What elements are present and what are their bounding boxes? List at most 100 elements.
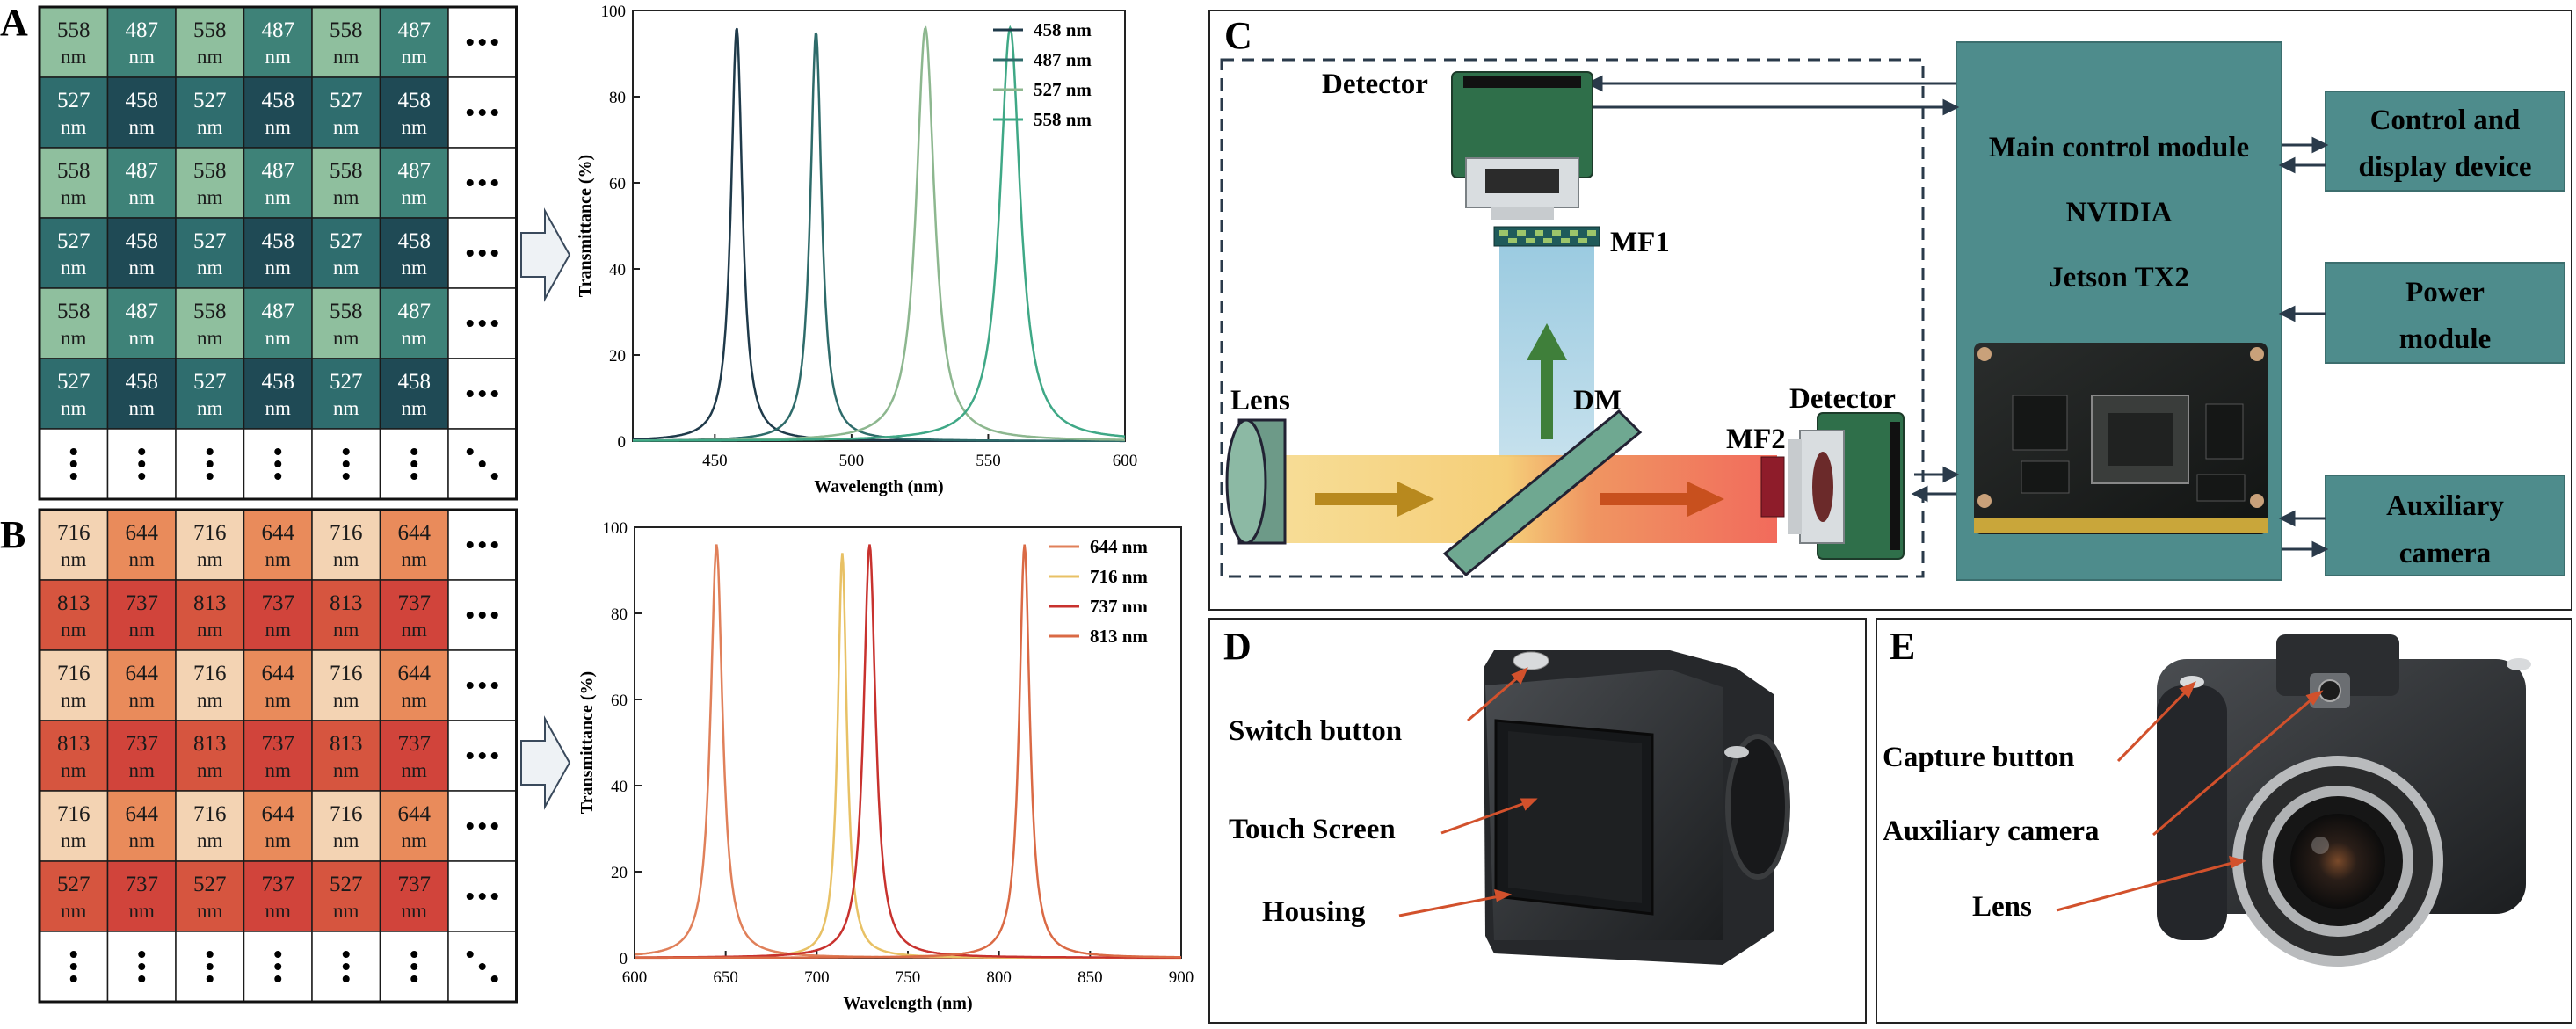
auxiliary-camera-label: camera [2399,538,2491,569]
filter-wavelength: 644 [398,662,432,685]
ellipsis-dot [466,250,474,257]
pointer-lines [2056,681,2324,912]
filter-unit: nm [333,257,359,279]
filter-unit: nm [61,397,87,419]
filter-unit: nm [197,689,223,711]
ellipsis-dot [342,460,350,467]
ellipsis-dot [490,822,498,830]
connection-arrows [1586,75,2329,558]
y-tick-label: 0 [620,950,628,968]
filter-wavelength: 813 [330,732,363,756]
ellipsis-dot [490,893,498,900]
filter-unit: nm [197,46,223,68]
filter-cell [379,509,449,581]
filter-wavelength: 487 [126,159,159,183]
filter-wavelength: 487 [262,300,295,323]
filter-wavelength: 487 [398,18,432,42]
filter-unit: nm [402,830,428,851]
panel-label-b: B [0,513,25,556]
filter-cell [379,217,449,289]
ellipsis-dot [342,951,350,958]
ellipsis-dot [490,612,498,619]
ellipsis-dot [69,473,77,480]
ellipsis-dot [490,975,498,982]
filter-wavelength: 487 [398,159,432,183]
mf2-filter [1760,456,1785,518]
ellipsis-dot [478,390,486,397]
detector-top-image [1451,71,1593,220]
filter-unit: nm [333,830,359,851]
x-tick-label: 850 [1078,968,1103,987]
filter-wavelength: 458 [262,370,295,394]
dichroic-mirror [1442,409,1643,577]
x-tick-label: 600 [1113,452,1138,470]
filter-wavelength: 644 [262,521,295,545]
ellipsis-dot [69,448,77,455]
filter-unit: nm [197,759,223,781]
mosaic-border [38,508,518,1004]
main-module-label: Jetson TX2 [2049,262,2189,293]
filter-wavelength: 737 [126,873,159,896]
switch-button-label: Switch button [1229,715,1402,747]
filter-wavelength: 737 [262,873,295,896]
legend-label: 487 nm [1034,49,1092,70]
filter-wavelength: 737 [262,732,295,756]
filter-unit: nm [197,397,223,419]
panel-label-c: C [1224,14,1252,57]
ellipsis-dot [466,752,474,759]
filter-wavelength: 813 [57,591,91,615]
ellipsis-dot [490,752,498,759]
y-tick-label: 60 [609,175,626,193]
filter-unit: nm [333,689,359,711]
ellipsis-cell [311,931,381,1003]
ellipsis-dot [466,893,474,900]
ellipsis-dot [206,460,214,467]
ellipsis-dot [274,963,282,970]
ellipsis-dot [478,109,486,116]
filter-wavelength: 458 [126,89,159,112]
x-tick-label: 750 [896,968,921,987]
ellipsis-dot [342,963,350,970]
mosaic-border [38,5,518,501]
ellipsis-cell [447,76,518,149]
ellipsis-dot [490,473,498,480]
ellipsis-dot [410,975,418,982]
filter-cell [243,790,313,862]
control-display-label: Control and [2370,105,2521,136]
filter-wavelength: 558 [57,18,91,42]
filter-unit: nm [129,257,156,279]
filter-cell [106,217,177,289]
filter-wavelength: 527 [193,229,227,253]
filter-unit: nm [402,619,428,641]
filter-wavelength: 487 [126,300,159,323]
orange-arrow-icon [1600,482,1724,517]
filter-unit: nm [265,257,292,279]
filter-unit: nm [265,116,292,138]
filter-cell [175,76,245,149]
plot-area [634,526,1182,959]
amber-arrow-icon [1315,482,1434,517]
filter-wavelength: 737 [398,732,432,756]
filter-wavelength: 716 [57,802,91,826]
filter-cell [106,860,177,932]
x-axis-label: Wavelength (nm) [814,477,943,496]
filter-cell [106,6,177,78]
filter-cell [243,649,313,721]
filter-cell [311,649,381,721]
ellipsis-dot [274,951,282,958]
filter-wavelength: 527 [330,229,363,253]
detector-right-label: Detector [1789,383,1896,415]
filter-wavelength: 527 [330,370,363,394]
filter-unit: nm [61,116,87,138]
filter-cell [311,509,381,581]
filter-wavelength: 527 [193,370,227,394]
filter-wavelength: 716 [193,521,227,545]
main-module-label: NVIDIA [2065,197,2172,228]
filter-wavelength: 644 [126,662,159,685]
ellipsis-dot [206,473,214,480]
ellipsis-dot [138,473,146,480]
ellipsis-dot [490,682,498,689]
filter-cell [106,649,177,721]
ellipsis-dot [410,448,418,455]
